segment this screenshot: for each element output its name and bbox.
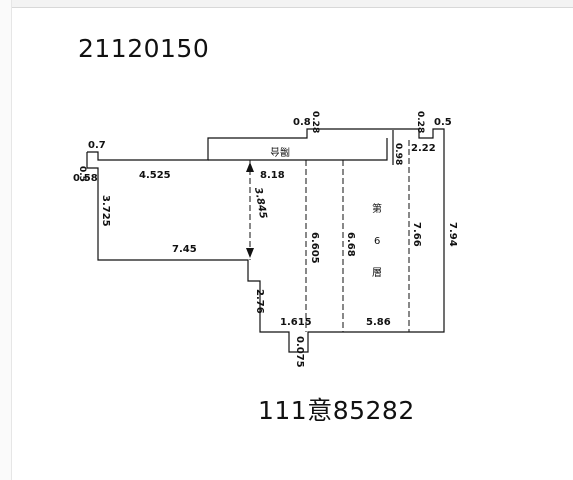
dim-label-2-76: 2.76 <box>254 289 265 314</box>
plan-outline <box>86 128 445 353</box>
window-top-edge <box>0 0 573 8</box>
window-left-edge <box>0 0 12 480</box>
dim-label-0-28-right: 0.28 <box>415 111 425 133</box>
dimension-arrows <box>246 162 254 258</box>
balcony-label: 陽台 <box>270 145 290 158</box>
dim-label-6-605: 6.605 <box>309 232 320 264</box>
dim-label-6-68: 6.68 <box>345 232 356 257</box>
dim-label-0-5-right: 0.5 <box>434 117 452 128</box>
dim-label-5-86: 5.86 <box>366 317 391 328</box>
dim-label-3-725: 3.725 <box>100 195 111 227</box>
arrow-down <box>246 248 254 258</box>
floor-label-char-3: 層 <box>372 267 382 279</box>
dimension-lines <box>249 140 410 332</box>
dim-label-0-98: 0.98 <box>393 143 403 165</box>
dim-label-7-94: 7.94 <box>447 222 458 247</box>
dim-label-1-615: 1.615 <box>280 317 312 328</box>
reference-number: 111意85282 <box>258 396 415 425</box>
floor-label-char-2: 6 <box>374 236 380 247</box>
floor-label-char-1: 第 <box>372 202 382 215</box>
dim-label-0-8: 0.8 <box>293 117 311 128</box>
dim-label-0-58: 0.58 <box>73 173 98 184</box>
dim-label-0-28-mid: 0.28 <box>310 111 320 133</box>
arrow-up <box>246 162 254 172</box>
document-id: 21120150 <box>78 34 210 63</box>
dim-label-0-5-left: 0.5 <box>77 166 87 182</box>
dim-label-0-075: 0.075 <box>294 336 305 368</box>
dim-label-4-525: 4.525 <box>139 170 171 181</box>
dim-label-3-845: 3.845 <box>252 187 268 220</box>
dim-label-7-45: 7.45 <box>172 244 197 255</box>
dim-label-0-7: 0.7 <box>88 140 106 151</box>
dim-label-7-66: 7.66 <box>411 222 422 247</box>
dim-label-2-22: 2.22 <box>411 143 436 154</box>
outline-polyline <box>86 128 445 353</box>
balcony-front-line <box>208 138 388 161</box>
dim-label-8-18: 8.18 <box>260 170 285 181</box>
